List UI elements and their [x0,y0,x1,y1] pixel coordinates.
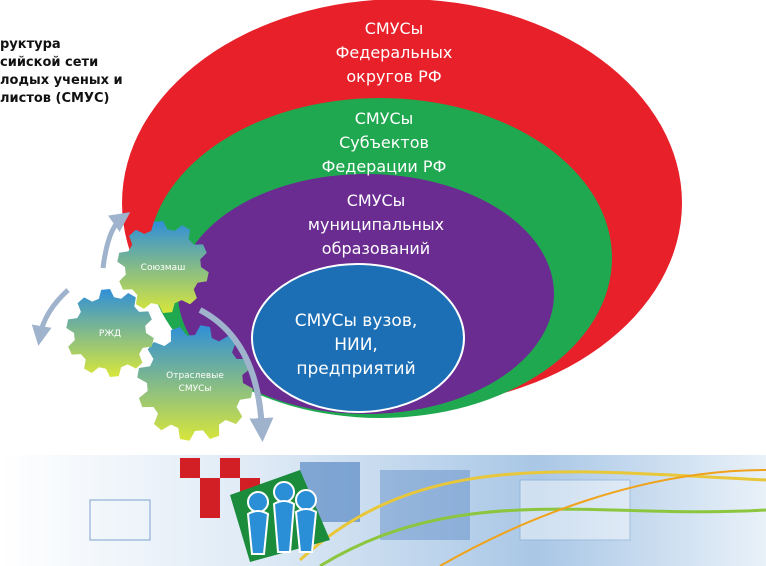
logo-person-body-1 [246,510,270,555]
gear-sectoral-label-line-1: Отраслевые [166,371,224,381]
gear-rzhd: РЖД [66,289,154,377]
core-circle [251,263,465,413]
banner-red-square-5 [200,498,220,518]
federal-label: СМУСы Федеральных округов РФ [336,19,453,86]
municipal-label-line-1: СМУСы [347,191,406,210]
subjects-label-line-2: Субъектов [339,133,429,152]
gear-sectoral-label-line-2: СМУСы [179,384,212,394]
core-label-line-2: НИИ, [334,335,378,355]
gear-soyuzmash: Союзмаш [117,221,209,313]
municipal-label-line-2: муниципальных [308,215,444,234]
federal-label-line-3: округов РФ [346,67,441,86]
diagram-title: руктура сийской сети лодых ученых и лист… [0,37,123,106]
logo-person-head-2 [273,481,295,503]
title-line-3: лодых ученых и [0,73,123,88]
core-label-line-3: предприятий [296,359,415,379]
arrow-up-to-soyuzmash [100,212,131,269]
subjects-label: СМУСы Субъектов Федерации РФ [322,109,447,176]
title-line-1: руктура [0,37,61,52]
core-label: СМУСы вузов, НИИ, предприятий [295,311,418,379]
banner-red-square-1 [180,458,200,478]
subjects-label-line-1: СМУСы [355,109,414,128]
arrow-down-right-around-sectoral [198,307,274,442]
logo-person-body-2 [272,500,296,553]
federal-label-line-2: Федеральных [336,43,453,62]
core-label-line-1: СМУСы вузов, [295,311,418,331]
gear-sectoral: Отраслевые СМУСы [137,325,253,441]
people-logo [230,470,330,562]
title-line-4: листов (СМУС) [0,91,109,106]
gear-soyuzmash-label: Союзмаш [141,263,186,273]
banner-red-square-3 [220,458,240,478]
logo-person-head-3 [295,489,317,511]
title-line-2: сийской сети [0,55,98,70]
subjects-label-line-3: Федерации РФ [322,157,447,176]
banner-frame-2 [89,499,151,541]
arrow-down-left-from-rzhd [31,288,70,346]
gear-rzhd-shape [66,289,154,377]
municipal-label-line-3: образований [322,239,430,258]
banner-curve-2 [319,507,766,566]
banner-curve-3 [439,469,766,566]
gear-rzhd-label: РЖД [99,329,121,339]
municipal-label: СМУСы муниципальных образований [308,191,444,258]
logo-person-head-1 [247,491,269,513]
banner-red-square-2 [200,478,220,498]
gear-sectoral-shape [137,325,253,441]
federal-label-line-1: СМУСы [365,19,424,38]
logo-person-body-3 [294,508,318,553]
bottom-banner [0,455,766,566]
gear-soyuzmash-shape [117,221,209,313]
